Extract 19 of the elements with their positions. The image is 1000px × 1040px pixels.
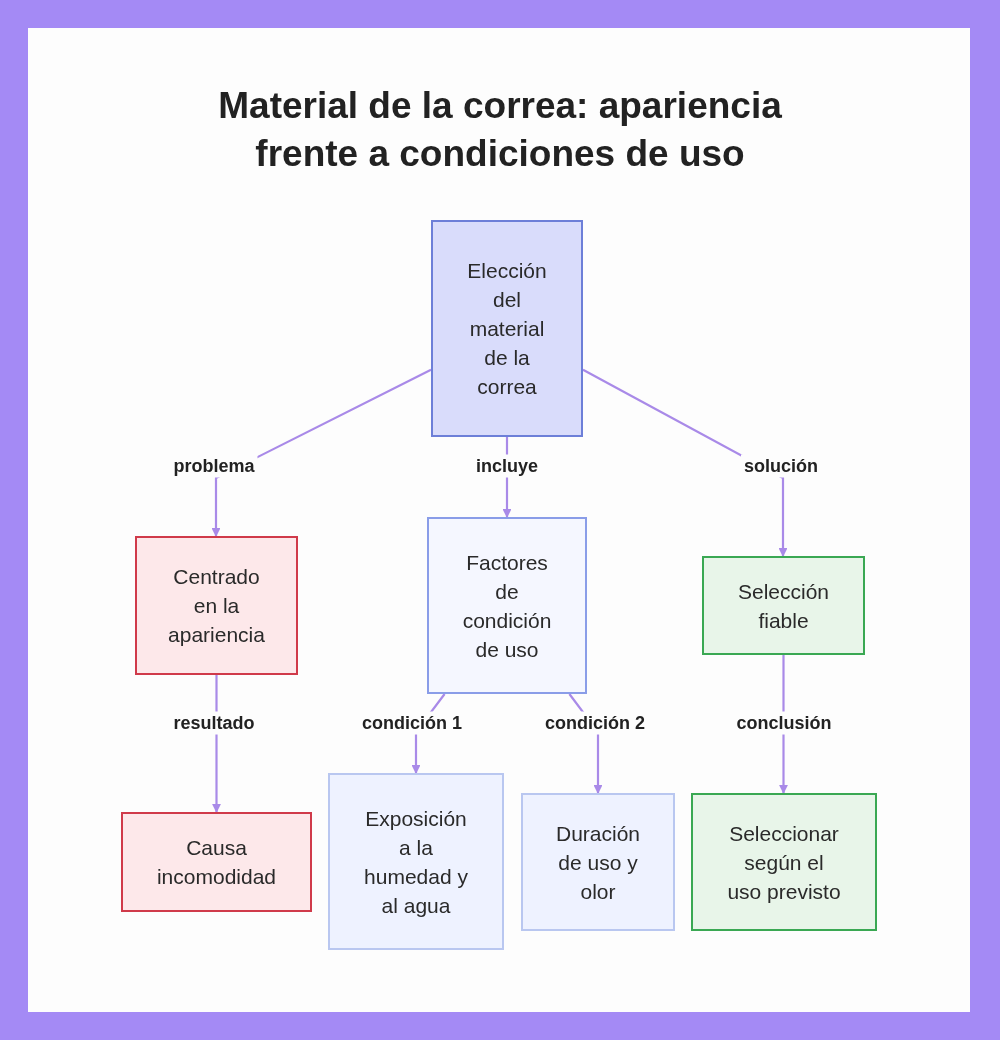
box-label: Duración de uso y olor: [554, 820, 641, 905]
process-box: [431, 220, 583, 437]
box-label: Centrado en la apariencia: [167, 564, 266, 648]
box-label: Factores de condición de uso: [461, 549, 553, 663]
diagram-title: Material de la correa: apariencia frente a condiciones de uso: [217, 84, 783, 176]
box-label: Seleccionar según el uso previsto: [726, 820, 842, 905]
process-box: [702, 556, 865, 655]
process-box: [521, 793, 675, 931]
process-box: [328, 773, 504, 950]
process-box: [691, 793, 877, 931]
box-label: Elección del material de la correa: [466, 258, 548, 400]
edge-label: condición 2: [542, 711, 648, 735]
process-box: [135, 536, 298, 675]
process-box: [427, 517, 587, 694]
edge-label: condición 1: [359, 711, 465, 735]
box-label: Selección fiable: [736, 578, 831, 634]
process-box: [121, 812, 312, 912]
box-label: Exposición a la humedad y al agua: [363, 805, 469, 919]
box-label: Causa incomodidad: [155, 835, 278, 890]
